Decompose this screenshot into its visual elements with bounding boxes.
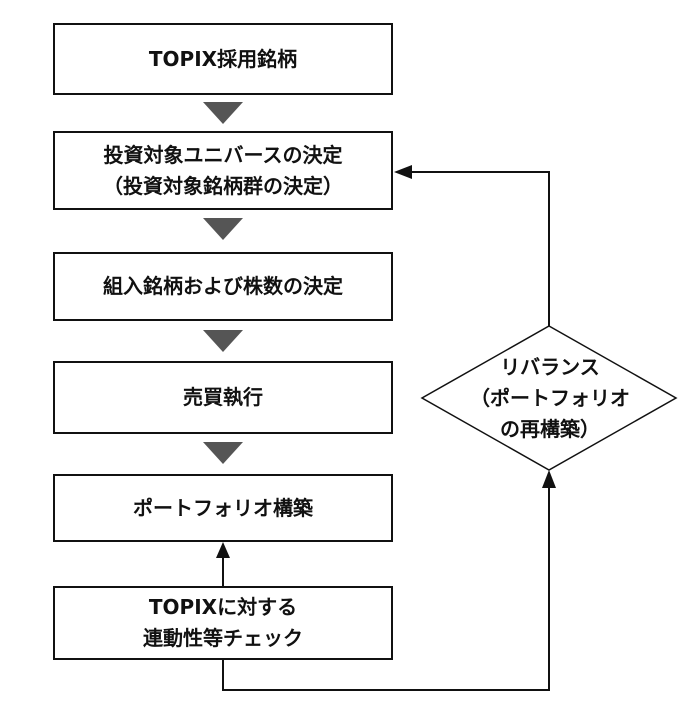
step-topix-constituents: TOPIX採用銘柄: [53, 23, 393, 95]
step-universe-decision-line-1: 投資対象ユニバースの決定: [103, 142, 343, 167]
down-arrow-1: [203, 102, 243, 124]
check-to-rebalance-line: [222, 484, 550, 691]
step-portfolio-construction: ポートフォリオ構築: [53, 474, 393, 542]
rebalance-label-line-1: リバランス: [500, 355, 600, 379]
step-topix-constituents-line-1: TOPIX採用銘柄: [148, 46, 298, 71]
left-arrow-universe: [394, 165, 412, 179]
step-topix-linkage-check: TOPIXに対する 連動性等チェック: [53, 586, 393, 660]
rebalance-to-universe-line: [410, 171, 550, 326]
step-trade-execution: 売買執行: [53, 361, 393, 434]
down-arrow-3: [203, 330, 243, 352]
step-topix-linkage-check-line-1: TOPIXに対する: [148, 595, 298, 619]
step-holdings-decision: 組入銘柄および株数の決定: [53, 252, 393, 321]
up-arrow-rebalance: [542, 470, 556, 488]
rebalance-diamond: [420, 325, 678, 471]
rebalance-label-line-3: の再構築）: [500, 417, 600, 441]
step-universe-decision: 投資対象ユニバースの決定 （投資対象銘柄群の決定）: [53, 131, 393, 210]
up-arrow-portfolio: [216, 542, 230, 558]
step-topix-linkage-check-line-2: 連動性等チェック: [143, 626, 303, 650]
rebalance-label-line-2: （ポートフォリオ: [470, 386, 630, 410]
rebalance-label: リバランス （ポートフォリオ の再構築）: [430, 352, 670, 445]
step-portfolio-construction-line-1: ポートフォリオ構築: [133, 495, 313, 520]
down-arrow-4: [203, 442, 243, 464]
step-holdings-decision-line-1: 組入銘柄および株数の決定: [103, 274, 343, 298]
down-arrow-2: [203, 218, 243, 240]
step-trade-execution-line-1: 売買執行: [183, 385, 263, 409]
step-universe-decision-line-2: （投資対象銘柄群の決定）: [103, 173, 343, 198]
